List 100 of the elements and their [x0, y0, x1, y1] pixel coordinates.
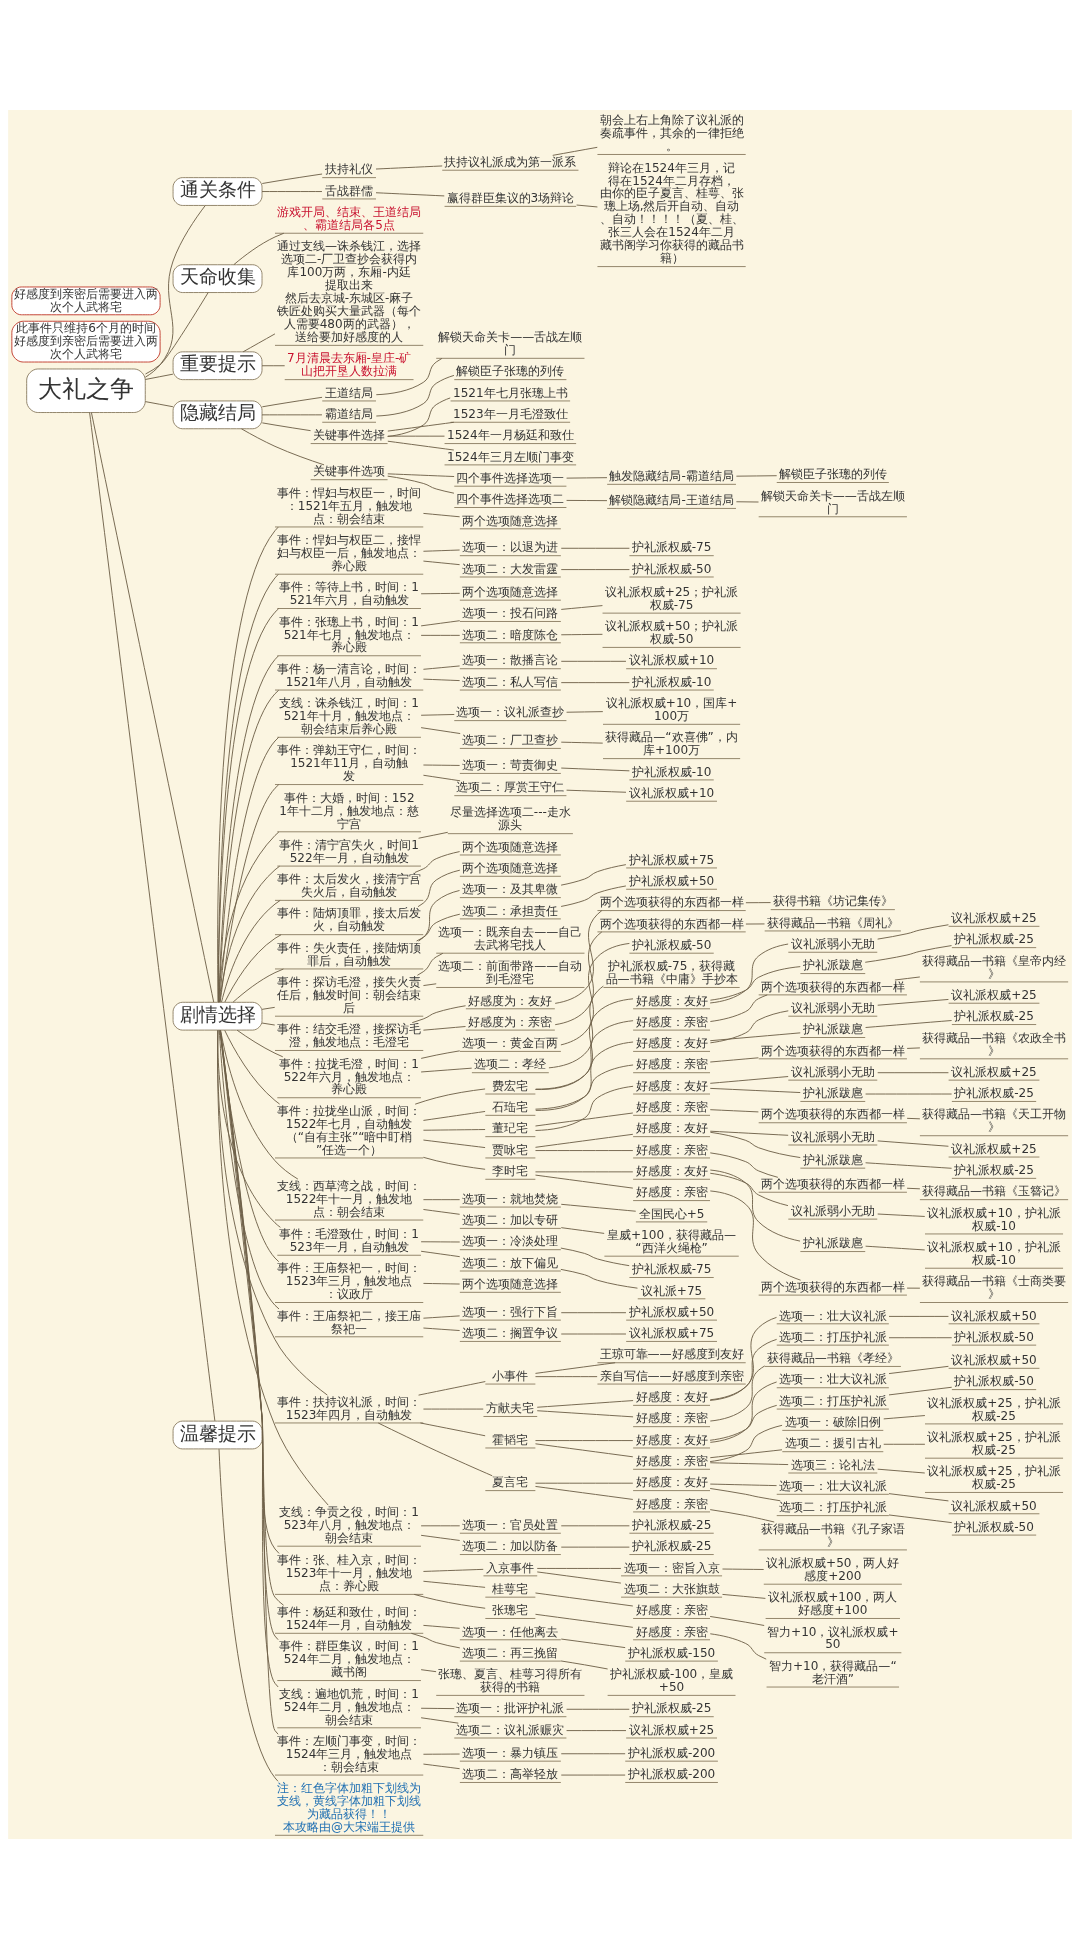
node-text: 好感度：亲密	[635, 1603, 708, 1618]
connector	[422, 1209, 461, 1215]
node-text: 解锁天命关卡——舌战左顺门	[438, 330, 583, 358]
node-text: 选项一：以退为进	[462, 540, 559, 555]
connector	[560, 1638, 626, 1649]
node-text: 触发隐藏结局-霸道结局	[609, 469, 734, 484]
node-text: 选项一：就地焚烧	[462, 1191, 559, 1206]
connector	[560, 1774, 626, 1776]
node-text: 选项一：既亲自去——自己去武将宅找人	[438, 924, 583, 952]
connector	[387, 397, 451, 437]
node-text: 解锁天命关卡——舌战左顺门	[760, 488, 905, 516]
connector	[709, 943, 789, 1004]
node-text: 四个事件选择选项二	[456, 492, 565, 507]
connector	[422, 1026, 466, 1031]
connector	[418, 1381, 486, 1396]
connector	[410, 1632, 461, 1649]
connector	[709, 1057, 759, 1063]
connector	[414, 1088, 486, 1105]
connector	[422, 1199, 461, 1201]
node-text: 赢得群臣集议的3场辩论	[446, 191, 575, 206]
connector	[375, 165, 443, 170]
node-text: 议礼派权威+75	[628, 1326, 715, 1341]
node-text: 两个选项获得的东西都一样	[599, 895, 744, 910]
connector	[709, 1338, 778, 1401]
node-text: 护礼派跋扈	[802, 1086, 863, 1101]
connector	[422, 1315, 461, 1319]
connector	[560, 885, 627, 907]
node-text: 事件：王庙祭祀一，时间：1523年三月，触发地点：议政厅	[277, 1261, 422, 1302]
connector	[145, 292, 209, 375]
node-text: 护礼派跋扈	[802, 1022, 863, 1037]
connector	[560, 633, 603, 636]
connector	[906, 1117, 921, 1120]
connector	[261, 191, 323, 192]
node-text: 护礼派权威-10	[631, 764, 712, 779]
node-text: 好感度：亲密	[635, 1624, 708, 1639]
node-text: 支线：西草湾之战，时间：1522年十一月，触发地点：朝会结束	[277, 1178, 422, 1219]
node-text: 选项一：壮大议礼派	[778, 1372, 887, 1387]
node-text: 护礼派权威-50	[631, 561, 712, 576]
node-text: 辩论在1524年三月，记得在1524年二月存档，由你的臣子夏言、桂萼、张璁上场,然后开自动、自动、自动！！！！（夏、桂、张三人会在1524年二月藏书阁学习你获得的藏品书籍）	[599, 160, 744, 266]
node-text: 事件：拉拢毛澄，时间：1522年六月，触发地点：养心殿	[279, 1056, 419, 1097]
connector	[420, 634, 461, 636]
connector	[217, 1029, 329, 1506]
connector	[709, 1509, 775, 1523]
connector	[422, 1139, 486, 1149]
connector	[535, 1041, 634, 1111]
node-text: 选项一：破除旧例	[784, 1415, 881, 1430]
connector	[735, 501, 759, 503]
connector	[576, 204, 598, 208]
node-text: 选项一：黄金百两	[462, 1036, 559, 1051]
node-text: 议礼派权威+25，护礼派权威-25	[927, 1429, 1061, 1457]
connector	[709, 1087, 801, 1094]
connector	[420, 592, 461, 595]
connector	[261, 414, 323, 416]
connector	[548, 985, 604, 1069]
node-box: 大礼之争	[26, 368, 146, 413]
node-text: 董玘宅	[492, 1121, 529, 1136]
node-text: 事件：弹劾王守仁，时间：1521年11月，自动触发	[277, 743, 422, 784]
node-text: 议礼派权威+50	[951, 1308, 1037, 1323]
node-text: 获得藏品—书籍《士商类要》	[922, 1274, 1067, 1302]
node-text: 议礼派弱小无助	[790, 1064, 875, 1079]
node-text: 选项一：官员处置	[462, 1517, 559, 1532]
node-text: 7月清晨去东厢-皇庄-矿山把开垦人数拉满	[286, 351, 412, 379]
connector	[420, 1669, 437, 1673]
node-text: 护礼派权威-50	[631, 937, 712, 952]
node-text: 好感度：亲密	[635, 1185, 708, 1200]
node-text: 护礼派权威-75	[631, 1262, 712, 1277]
node-text: 事件：失火责任，接陆炳顶罪后，自动触发	[277, 940, 422, 968]
node-text: 事件：探访毛澄，接失火责任后，触发时间：朝会结束后	[277, 974, 422, 1015]
connector	[261, 1006, 276, 1010]
connector	[554, 910, 603, 1004]
connector	[242, 333, 276, 353]
node-text: 入京事件	[486, 1560, 535, 1575]
node-text: 选项一：壮大议礼派	[778, 1479, 887, 1494]
connector	[535, 1064, 634, 1110]
connector	[745, 902, 772, 904]
connector	[709, 1365, 766, 1422]
connector	[560, 942, 630, 1046]
connector	[877, 998, 949, 1006]
node-text: 获得藏品—书籍《玉簪记》	[922, 1184, 1067, 1199]
node-text: 好感度：友好	[635, 993, 708, 1008]
connector	[422, 1111, 486, 1121]
node-box: 温馨提示	[172, 1420, 263, 1450]
node-text: 选项一：及其卑微	[462, 882, 559, 897]
connector	[722, 1568, 765, 1570]
node-text: 事件：悍妇与权臣二，接悍妇与权臣一后，触发地点：养心殿	[277, 533, 422, 573]
node-text: 护礼派权威-50	[954, 1374, 1034, 1389]
node-text: 护礼派权威-200	[627, 1767, 716, 1782]
connector	[709, 1172, 789, 1207]
node-text: 选项一：议礼派查抄	[456, 705, 565, 720]
node-text: 获得藏品—书籍《皇帝内经》	[922, 953, 1067, 981]
connector	[535, 1613, 634, 1628]
connector	[387, 421, 455, 432]
node-text: 选项一：投石问路	[462, 606, 559, 621]
connector	[560, 1333, 627, 1335]
node-text: 护礼派权威-25	[631, 1517, 712, 1532]
connector	[236, 1029, 284, 1058]
connector	[560, 1660, 609, 1670]
connector	[420, 1525, 461, 1527]
connector	[535, 1150, 634, 1151]
connector	[552, 146, 598, 156]
